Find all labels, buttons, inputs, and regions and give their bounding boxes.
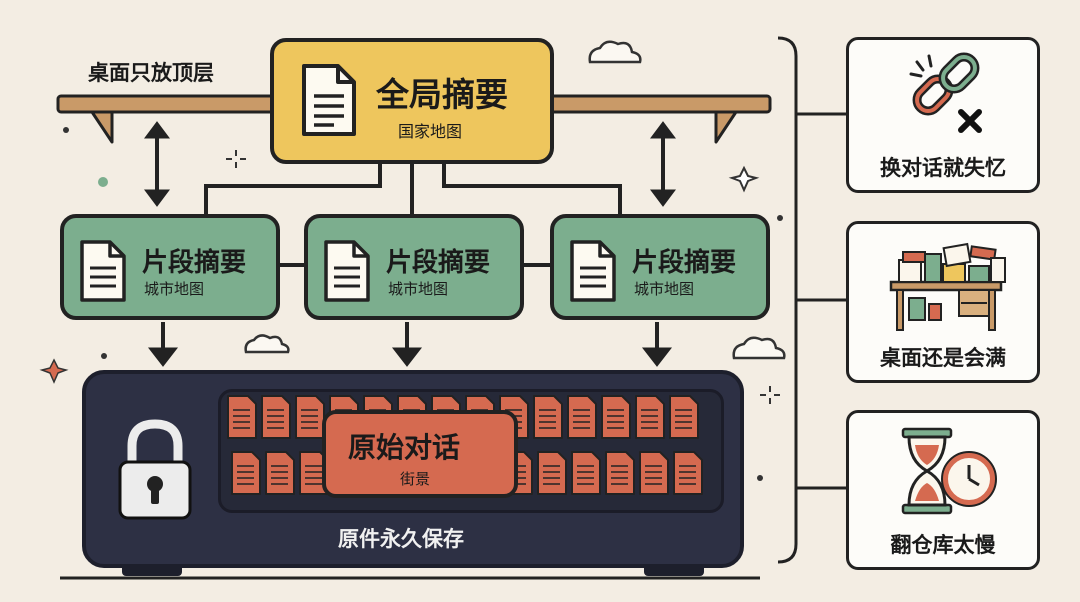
- file-icon: [567, 395, 597, 439]
- broken-chain-icon: [909, 52, 982, 133]
- problem-card-label: 桌面还是会满: [880, 346, 1006, 370]
- archive-label: 原件永久保存: [338, 527, 464, 551]
- file-icon: [299, 451, 329, 495]
- file-icon: [601, 395, 631, 439]
- file-icon: [261, 395, 291, 439]
- problem-card-label: 换对话就失忆: [880, 156, 1006, 180]
- file-icon: [537, 451, 567, 495]
- cluttered-desk-icon: [889, 242, 1006, 331]
- cloud-decor: [244, 40, 786, 360]
- document-icon: [324, 240, 370, 302]
- down-arrows: [147, 322, 673, 367]
- file-icon: [227, 395, 257, 439]
- fragment-summary-box: 片段摘要 城市地图: [304, 214, 524, 320]
- shelf-label: 桌面只放顶层: [88, 61, 214, 85]
- file-icon: [231, 451, 261, 495]
- file-icon: [605, 451, 635, 495]
- file-icon: [533, 395, 563, 439]
- problem-card: 桌面还是会满: [846, 221, 1040, 383]
- sparkle-decor: [39, 43, 783, 481]
- fragment-summary-box: 片段摘要 城市地图: [60, 214, 280, 320]
- tree-connectors: [204, 164, 622, 267]
- file-icon: [295, 395, 325, 439]
- fragment-summary-box: 片段摘要 城市地图: [550, 214, 770, 320]
- hourglass-clock-icon: [901, 427, 997, 515]
- file-icon: [639, 451, 669, 495]
- file-icon: [571, 451, 601, 495]
- problem-card: 换对话就失忆: [846, 37, 1040, 193]
- problems-bracket: [777, 36, 846, 564]
- fragment-summary-subtitle: 城市地图: [144, 280, 205, 298]
- file-icon: [669, 395, 699, 439]
- global-summary-box: 全局摘要 国家地图: [270, 38, 554, 164]
- original-dialogue-title: 原始对话: [348, 431, 461, 464]
- global-summary-title: 全局摘要: [376, 75, 508, 114]
- padlock-icon: [118, 419, 192, 520]
- file-icon: [635, 395, 665, 439]
- problem-card: 翻仓库太慢: [846, 410, 1040, 570]
- document-icon: [80, 240, 126, 302]
- document-icon: [570, 240, 616, 302]
- fragment-summary-subtitle: 城市地图: [634, 280, 695, 298]
- fragment-summary-title: 片段摘要: [386, 248, 491, 278]
- global-summary-subtitle: 国家地图: [398, 122, 463, 141]
- document-icon: [302, 64, 356, 136]
- double-arrows: [144, 121, 676, 207]
- fragment-summary-subtitle: 城市地图: [388, 280, 449, 298]
- original-dialogue-box: 原始对话 街景: [322, 410, 518, 498]
- file-icon: [673, 451, 703, 495]
- fragment-summary-title: 片段摘要: [142, 248, 247, 278]
- file-icon: [265, 451, 295, 495]
- fragment-summary-title: 片段摘要: [632, 248, 737, 278]
- original-dialogue-subtitle: 街景: [400, 470, 431, 488]
- problem-card-label: 翻仓库太慢: [890, 533, 996, 557]
